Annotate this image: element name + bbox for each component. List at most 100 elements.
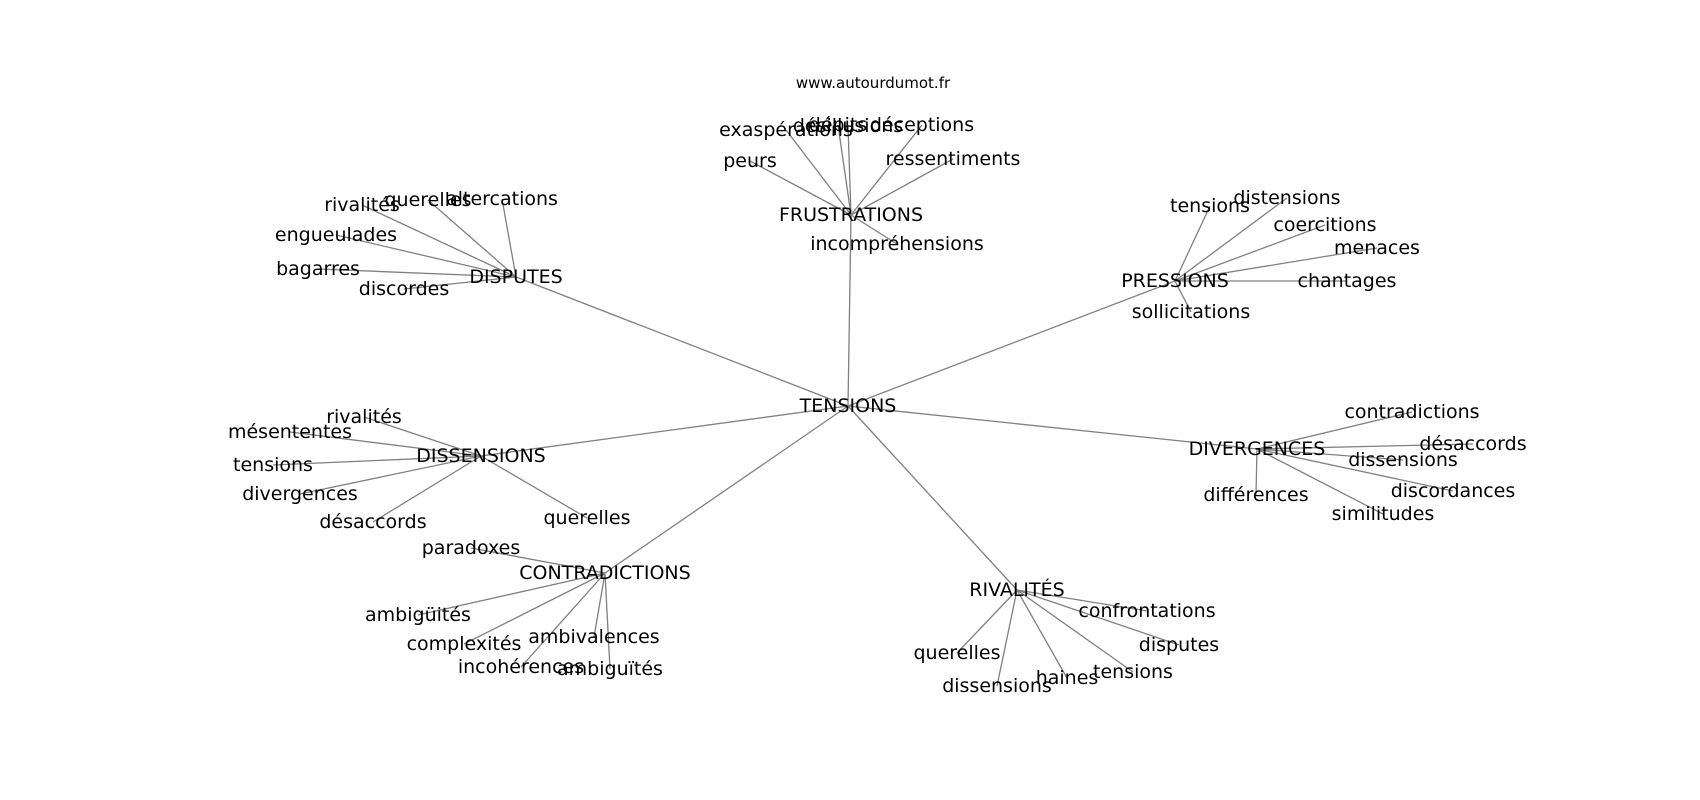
leaf-node-label: exaspérations bbox=[719, 119, 853, 141]
edge-hub-leaf bbox=[1256, 448, 1384, 515]
leaf-node-label: contradictions bbox=[1344, 401, 1479, 423]
leaf-node-label: querelles bbox=[384, 189, 471, 211]
leaf-node-label: paradoxes bbox=[422, 537, 521, 559]
edge-hub-leaf bbox=[1256, 411, 1413, 450]
edge-hub-leaf bbox=[1016, 589, 1068, 679]
edge-hub-leaf bbox=[593, 572, 606, 638]
edge-hub-leaf bbox=[417, 572, 606, 616]
leaf-node-label: ambigüités bbox=[365, 604, 471, 626]
cluster-node-label: RIVALITÉS bbox=[969, 578, 1064, 601]
leaf-node-label: ressentiments bbox=[886, 148, 1021, 170]
leaf-node-label: incompréhensions bbox=[810, 233, 984, 255]
leaf-node-label: rivalités bbox=[326, 406, 402, 428]
cluster-node-label: FRUSTRATIONS bbox=[779, 204, 923, 226]
leaf-node-label: différences bbox=[1203, 484, 1308, 506]
edges bbox=[272, 124, 1474, 687]
edge-hub-leaf bbox=[317, 268, 517, 278]
leaf-node-label: chantages bbox=[1298, 270, 1397, 292]
leaf-node-label: confrontations bbox=[1078, 600, 1215, 622]
edge-hub-leaf bbox=[1016, 589, 1148, 612]
edge-hub-leaf bbox=[520, 572, 606, 668]
edge-hub-leaf bbox=[785, 129, 852, 216]
leaf-node-label: tensions bbox=[233, 454, 313, 476]
leaf-node-label: altercations bbox=[446, 188, 558, 210]
edge-hub-leaf bbox=[361, 204, 517, 278]
center-node-label: TENSIONS bbox=[799, 395, 897, 417]
edge-hub-leaf bbox=[1255, 448, 1258, 496]
edge-hub-leaf bbox=[847, 125, 852, 216]
edge-hub-leaf bbox=[403, 276, 517, 290]
edge-hub-leaf bbox=[1174, 205, 1211, 282]
edge-hub-leaf bbox=[480, 455, 588, 519]
leaf-node-label: discordes bbox=[359, 278, 449, 300]
edge-hub-leaf bbox=[837, 124, 852, 216]
edge-hub-leaf bbox=[1016, 589, 1134, 673]
leaf-node-label: incohérences bbox=[458, 656, 584, 678]
leaf-node-label: déceptions bbox=[870, 114, 974, 136]
edge-hub-leaf bbox=[335, 234, 517, 278]
leaf-node-label: querelles bbox=[913, 642, 1000, 664]
edge-center-hub bbox=[604, 405, 849, 574]
leaf-node-label: dissensions bbox=[1348, 449, 1458, 471]
edge-hub-leaf bbox=[463, 572, 606, 645]
edge-hub-leaf bbox=[1174, 280, 1192, 313]
edge-hub-leaf bbox=[749, 160, 852, 216]
leaf-node-label: haines bbox=[1036, 667, 1099, 689]
leaf-node-label: bagarres bbox=[276, 258, 360, 280]
edge-hub-leaf bbox=[427, 199, 517, 278]
cluster-node-label: CONTRADICTIONS bbox=[519, 562, 690, 584]
edge-hub-leaf bbox=[1256, 443, 1474, 450]
leaf-node-label: peurs bbox=[723, 150, 777, 172]
leaf-node-label: dissensions bbox=[942, 675, 1052, 697]
leaf-node-label: menaces bbox=[1334, 237, 1420, 259]
leaf-node-label: similitudes bbox=[1332, 503, 1435, 525]
cluster-node-label: PRESSIONS bbox=[1121, 270, 1229, 292]
leaf-node-label: coercitions bbox=[1273, 214, 1376, 236]
cluster-node-label: DISSENSIONS bbox=[416, 445, 545, 467]
node-labels: TENSIONS FRUSTRATIONS exaspérations décepti… bbox=[228, 114, 1527, 697]
edge-hub-leaf bbox=[1016, 589, 1180, 646]
leaf-node-label: ambiguïtés bbox=[557, 658, 663, 680]
edge-center-hub bbox=[847, 280, 1176, 407]
leaf-node-label: dépits bbox=[809, 114, 867, 136]
leaf-node-label: tensions bbox=[1170, 195, 1250, 217]
edge-center-hub bbox=[515, 276, 849, 407]
leaf-node-label: rivalités bbox=[324, 194, 400, 216]
leaf-node-label: désaccords bbox=[1419, 433, 1526, 455]
edge-hub-leaf bbox=[850, 158, 954, 216]
leaf-node-label: disputes bbox=[1139, 634, 1219, 656]
edge-hub-leaf bbox=[604, 572, 611, 670]
edge-hub-leaf bbox=[850, 214, 898, 245]
edge-hub-leaf bbox=[996, 589, 1018, 687]
edge-hub-leaf bbox=[956, 589, 1018, 654]
leaf-node-label: désaccords bbox=[319, 511, 426, 533]
edge-hub-leaf bbox=[1174, 224, 1326, 282]
edge-center-hub bbox=[847, 214, 852, 407]
edge-hub-leaf bbox=[1174, 197, 1288, 282]
edge-hub-leaf bbox=[1174, 247, 1378, 282]
edge-hub-leaf bbox=[363, 416, 482, 457]
leaf-node-label: tensions bbox=[1093, 661, 1173, 683]
leaf-node-label: distensions bbox=[1233, 187, 1340, 209]
edge-hub-leaf bbox=[299, 455, 482, 495]
leaf-node-label: complexités bbox=[407, 633, 522, 655]
source-label: www.autourdumot.fr bbox=[796, 74, 951, 92]
edge-hub-leaf bbox=[372, 455, 482, 523]
edge-hub-leaf bbox=[289, 431, 482, 457]
cluster-node-label: DIVERGENCES bbox=[1189, 438, 1326, 460]
leaf-node-label: engueulades bbox=[275, 224, 397, 246]
edge-hub-leaf bbox=[1256, 448, 1404, 461]
edge-center-hub bbox=[847, 405, 1018, 591]
leaf-node-label: discordances bbox=[1391, 480, 1516, 502]
edge-hub-leaf bbox=[470, 547, 606, 574]
cluster-node-label: DISPUTES bbox=[469, 266, 562, 288]
edge-hub-leaf bbox=[272, 455, 482, 466]
leaf-node-label: divergences bbox=[242, 483, 358, 505]
leaf-node-label: querelles bbox=[543, 507, 630, 529]
edge-hub-leaf bbox=[501, 198, 517, 278]
leaf-node-label: sollicitations bbox=[1132, 301, 1250, 323]
edge-hub-leaf bbox=[1256, 448, 1454, 492]
leaf-node-label: mésententes bbox=[228, 421, 352, 443]
edge-center-hub bbox=[847, 405, 1258, 450]
